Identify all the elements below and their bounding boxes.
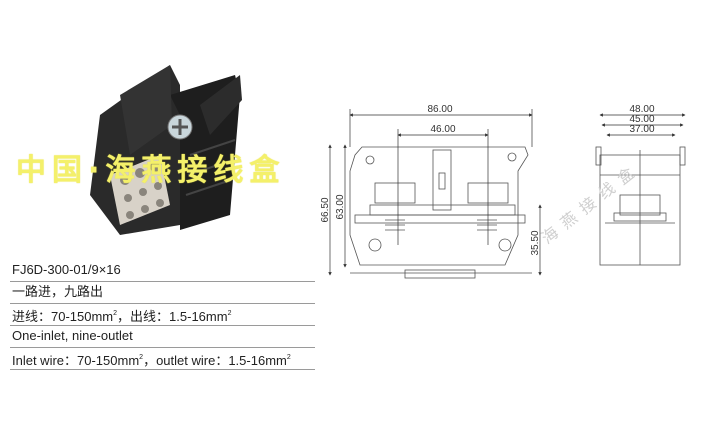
superscript: 2: [139, 354, 144, 361]
spec-table: FJ6D-300-01/9×16 一路进，九路出 进线：70-150mm2，出线…: [10, 260, 315, 370]
cn-wire-spec: 进线：70-150mm2，出线：1.5-16mm2: [10, 304, 315, 326]
dim-48: 48.00: [629, 104, 654, 115]
dim-86: 86.00: [427, 104, 452, 115]
dim-46: 46.00: [430, 124, 455, 135]
dim-35-5: 35.50: [530, 230, 541, 255]
en-wire-spec: Inlet wire：70-150mm2，outlet wire：1.5-16m…: [10, 348, 315, 370]
en-inlet-text: Inlet wire：70-150mm: [12, 353, 140, 368]
superscript: 2: [286, 354, 291, 361]
superscript: 2: [113, 310, 118, 317]
cn-inlet-text: 进线：70-150mm: [12, 309, 114, 324]
en-description: One-inlet, nine-outlet: [10, 326, 315, 348]
dim-66-5: 66.50: [320, 197, 331, 222]
superscript: 2: [227, 310, 232, 317]
technical-drawing: 86.00 46.00 66.50 63.00 35.50 48.00 45.0…: [320, 104, 686, 279]
product-photo: [60, 55, 260, 235]
dim-63: 63.00: [335, 194, 346, 219]
en-outlet-text: ，outlet wire：1.5-16mm: [143, 353, 287, 368]
model-number: FJ6D-300-01/9×16: [10, 260, 315, 282]
cn-description: 一路进，九路出: [10, 282, 315, 304]
dim-37: 37.00: [629, 124, 654, 135]
cn-outlet-text: ，出线：1.5-16mm: [117, 309, 228, 324]
dim-45: 45.00: [629, 114, 654, 125]
brand-watermark: 中国·海燕接线盒: [16, 153, 286, 188]
